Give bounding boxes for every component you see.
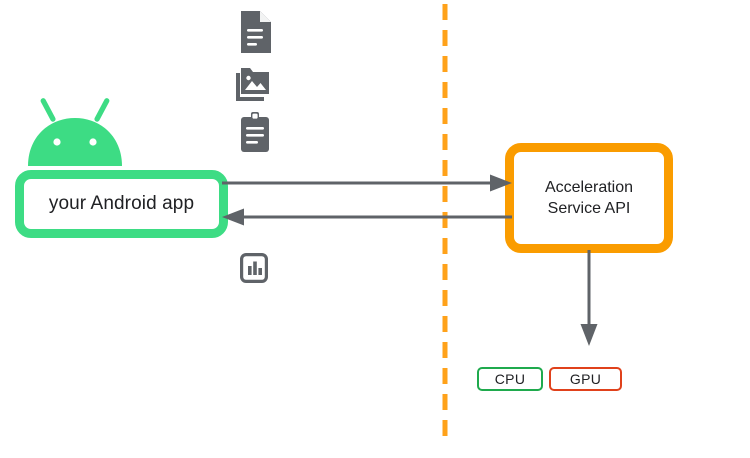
gpu-label: GPU bbox=[569, 371, 602, 387]
cpu-chip[interactable]: CPU bbox=[477, 367, 543, 391]
acceleration-service-api-box[interactable]: Acceleration Service API bbox=[505, 143, 673, 253]
android-app-box[interactable]: your Android app bbox=[15, 170, 228, 238]
dashed-vertical-divider bbox=[442, 4, 448, 446]
clipboard-icon bbox=[239, 112, 271, 152]
delegate-arrow bbox=[574, 250, 604, 346]
api-label-line2: Service API bbox=[547, 200, 631, 217]
response-arrow bbox=[222, 204, 512, 230]
api-label-line1: Acceleration bbox=[544, 178, 634, 196]
photos-icon bbox=[236, 63, 274, 101]
gpu-chip[interactable]: GPU bbox=[549, 367, 622, 391]
cpu-label: CPU bbox=[494, 371, 526, 387]
request-arrow bbox=[222, 170, 512, 196]
document-icon bbox=[239, 11, 271, 53]
bar-chart-icon bbox=[240, 253, 268, 283]
android-app-label: your Android app bbox=[48, 193, 195, 214]
android-robot-icon bbox=[24, 98, 126, 168]
